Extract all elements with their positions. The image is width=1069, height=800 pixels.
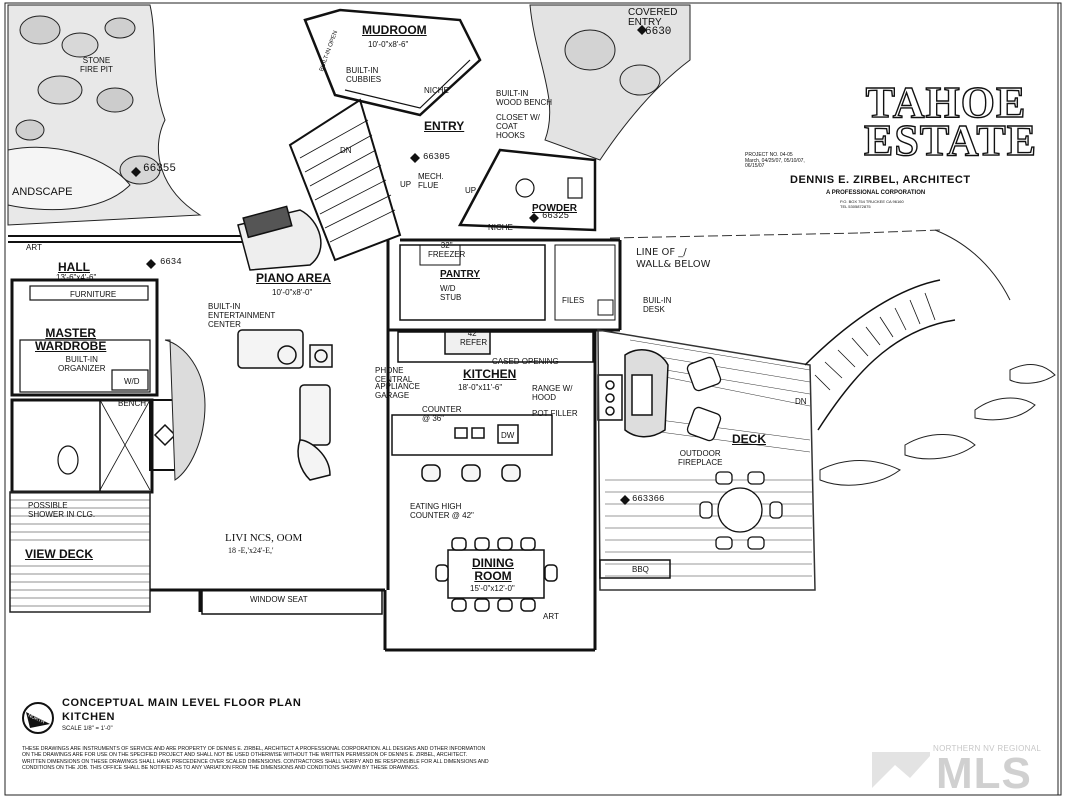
outdoor-fireplace bbox=[624, 349, 669, 438]
sheet-border bbox=[4, 2, 1062, 796]
architect-address: P.O. BOX 754 TRUCKEE CA 96160 TEL 530587… bbox=[840, 199, 904, 209]
project-info: PROJECT NO. 04-05 March, 04/25/07, 05/10… bbox=[745, 152, 805, 169]
curved-stair bbox=[804, 279, 956, 431]
label-built-in-desk: BUIL-IN DESK bbox=[643, 296, 672, 314]
label-files: FILES bbox=[562, 296, 585, 305]
label-pot-filler: POT FILLER bbox=[532, 409, 578, 418]
label-bbq: BBQ bbox=[632, 565, 649, 574]
room-mudroom: MUDROOM bbox=[362, 23, 427, 37]
entry-powder-walls bbox=[457, 148, 597, 232]
label-counter: COUNTER @ 36" bbox=[422, 405, 462, 423]
line-of-wall-dashed bbox=[609, 229, 941, 239]
room-deck: DECK bbox=[732, 432, 767, 446]
covered-entry-area bbox=[529, 4, 691, 161]
room-dining: DINING ROOM bbox=[472, 556, 514, 583]
room-kitchen-dim: 18'-0"x11'-6" bbox=[458, 383, 503, 392]
room-piano-area: PIANO AREA bbox=[256, 271, 331, 285]
label-bench: BENCH bbox=[118, 399, 147, 408]
label-furniture: FURNITURE bbox=[70, 290, 117, 299]
label-dw: DW bbox=[501, 431, 515, 440]
label-art-2: ART bbox=[543, 612, 559, 621]
label-mech-flue: MECH. FLUE bbox=[418, 172, 444, 190]
window-seat bbox=[201, 589, 383, 615]
view-deck-boards bbox=[9, 491, 151, 613]
room-pantry: PANTRY bbox=[440, 269, 480, 280]
mudroom-walls bbox=[303, 8, 482, 117]
elevation-1: 6630 bbox=[645, 26, 672, 38]
room-powder: POWDER bbox=[532, 203, 577, 214]
label-appliance-garage: APPLIANCE GARAGE bbox=[375, 382, 420, 400]
label-refer: 42" REFER bbox=[460, 329, 488, 347]
plan-title: CONCEPTUAL MAIN LEVEL FLOOR PLAN bbox=[62, 697, 302, 709]
room-hall: HALL bbox=[58, 260, 90, 274]
architect-name: DENNIS E. ZIRBEL, ARCHITECT bbox=[790, 174, 971, 186]
line-of-wall-annotation: LINE OF _/ WALL& BELOW bbox=[636, 247, 711, 270]
label-built-in-entertainment: BUILT-IN ENTERTAINMENT CENTER bbox=[208, 302, 276, 329]
label-dn-2: DN bbox=[795, 397, 807, 406]
label-closet: CLOSET W/ COAT HOOKS bbox=[496, 113, 540, 140]
mls-watermark-logo bbox=[872, 752, 930, 788]
label-phone-central: PHONE CENTRAL bbox=[375, 366, 413, 384]
stone-rock-area bbox=[7, 4, 202, 226]
mls-region-label: NORTHERN NV REGIONAL bbox=[933, 744, 1042, 753]
landscape-rocks bbox=[819, 229, 1056, 486]
label-outdoor-fireplace: OUTDOOR FIREPLACE bbox=[678, 449, 723, 467]
brand-title: TAHOE ESTATE bbox=[863, 78, 1038, 165]
architect-subtitle: A PROFESSIONAL CORPORATION bbox=[826, 190, 926, 196]
room-mudroom-dim: 10'-0"x8'-6" bbox=[368, 40, 409, 49]
bar-stools bbox=[421, 464, 521, 482]
piano bbox=[237, 205, 322, 271]
label-wd: W/D bbox=[124, 377, 140, 386]
label-up-1: UP bbox=[400, 180, 412, 189]
label-covered-entry: COVERED ENTRY bbox=[628, 7, 678, 28]
label-eating-counter: EATING HIGH COUNTER @ 42" bbox=[410, 502, 474, 520]
label-possible-shower: POSSIBLE SHOWER IN CLG. bbox=[28, 501, 96, 519]
disclaimer-text: THESE DRAWINGS ARE INSTRUMENTS OF SERVIC… bbox=[22, 746, 489, 771]
living-furniture bbox=[237, 329, 333, 481]
label-landscape: ANDSCAPE bbox=[12, 186, 73, 198]
elevation-6: 663366 bbox=[632, 494, 665, 504]
label-niche-2: NICHE bbox=[488, 223, 513, 232]
label-freezer: 32" FREEZER bbox=[428, 241, 466, 259]
label-stone-fire-pit: STONE FIRE PIT bbox=[80, 56, 113, 74]
elevation-4: 66325 bbox=[542, 211, 570, 221]
label-wd-stub: W/D STUB bbox=[440, 284, 462, 302]
dining-table bbox=[435, 537, 558, 612]
label-range-hood: RANGE W/ HOOD bbox=[532, 384, 573, 402]
room-living-dim: 18 -E,'x24'-E,' bbox=[228, 546, 274, 555]
label-built-in-organizer: BUILT-IN ORGANIZER bbox=[58, 355, 106, 373]
label-niche-1: NICHE bbox=[424, 86, 449, 95]
room-entry: ENTRY bbox=[424, 119, 465, 133]
entry-stairs bbox=[288, 98, 402, 262]
north-arrow-icon bbox=[22, 702, 54, 734]
label-built-in-cubbies: BUILT-IN CUBBIES bbox=[346, 66, 382, 84]
elevation-5: 6634 bbox=[160, 257, 182, 267]
elevation-3: 66305 bbox=[423, 152, 451, 162]
label-cased-opening: CASED OPENING bbox=[492, 357, 559, 366]
room-dining-dim: 15'-0"x12'-0" bbox=[470, 584, 515, 593]
pantry bbox=[399, 244, 616, 321]
deck-furniture bbox=[686, 356, 783, 550]
room-view-deck: VIEW DECK bbox=[25, 547, 94, 561]
label-dn-1: DN bbox=[340, 146, 352, 155]
plan-scale: SCALE 1/8" = 1'-0" bbox=[62, 726, 113, 732]
room-hall-dim: 13'-6"x4'-6" bbox=[56, 273, 97, 282]
elevation-2: 66355 bbox=[143, 163, 177, 175]
label-art-1: ART bbox=[26, 243, 42, 252]
room-living: LIVI NCS, OOM bbox=[225, 532, 303, 544]
label-up-2: UP bbox=[465, 186, 477, 195]
elevation-markers bbox=[131, 25, 647, 505]
kitchen-counters bbox=[391, 331, 623, 456]
mls-watermark-text: MLS bbox=[936, 749, 1032, 798]
bbq bbox=[599, 559, 671, 579]
label-window-seat: WINDOW SEAT bbox=[250, 595, 308, 604]
room-piano-dim: 10'-0"x8'-0" bbox=[272, 288, 313, 297]
stone-column bbox=[164, 339, 206, 481]
room-master-wardrobe: MASTER WARDROBE bbox=[35, 326, 107, 353]
plan-subtitle: KITCHEN bbox=[62, 711, 116, 723]
label-built-in-bench: BUILT-IN WOOD BENCH bbox=[496, 89, 552, 107]
room-kitchen: KITCHEN bbox=[463, 367, 517, 381]
